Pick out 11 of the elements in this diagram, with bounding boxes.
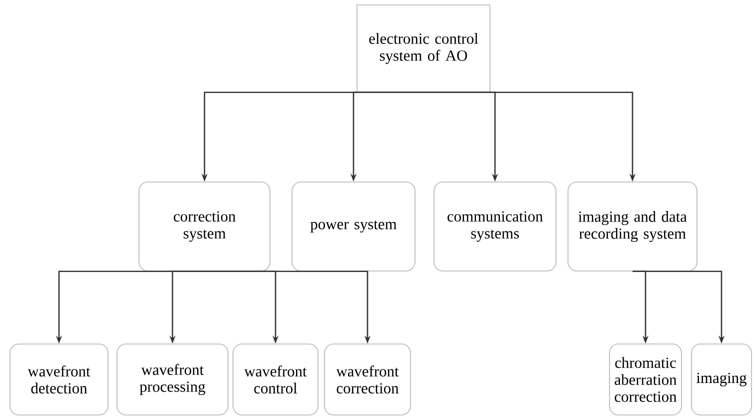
process-box: power system xyxy=(292,182,416,272)
process-box: imaging xyxy=(691,344,752,416)
process-box: correction system xyxy=(138,182,270,272)
process-box: imaging and data recording system xyxy=(568,182,698,272)
root-box: electronic control system of AO xyxy=(356,4,490,92)
process-box: wavefront detection xyxy=(10,344,108,416)
process-box: wavefront control xyxy=(232,344,318,416)
process-box: wavefront processing xyxy=(116,344,228,416)
process-box: communication systems xyxy=(434,182,556,272)
process-box: wavefront correction xyxy=(324,344,411,416)
process-box: chromatic aberration correction xyxy=(609,344,682,416)
